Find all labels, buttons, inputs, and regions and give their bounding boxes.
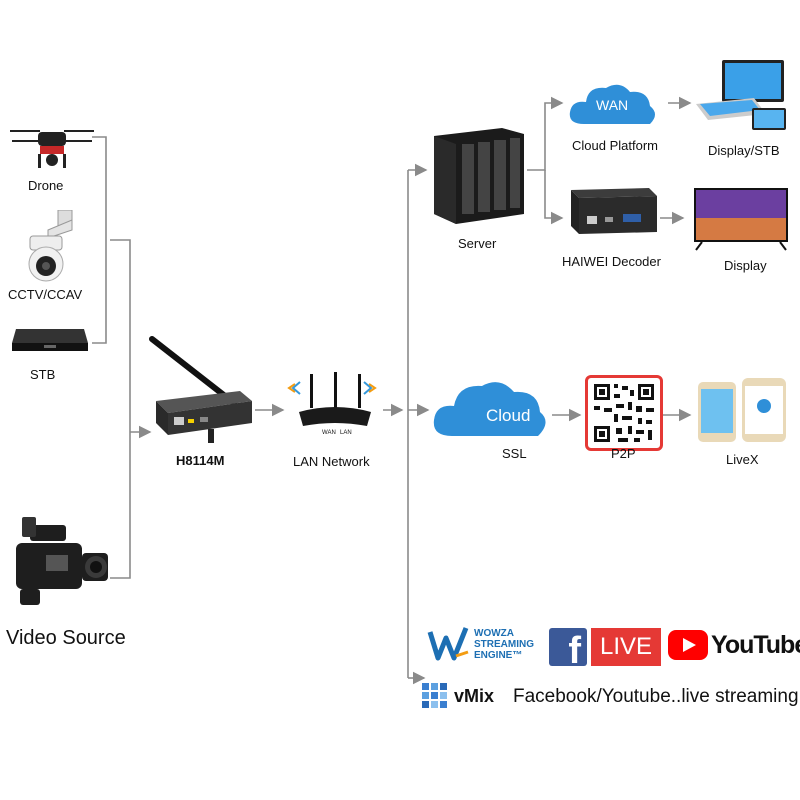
wowza-logo: WOWZA STREAMING ENGINE™ xyxy=(426,622,534,666)
cloud-wan-badge: WAN xyxy=(596,97,629,113)
live-badge: LIVE xyxy=(591,628,661,666)
drone-icon xyxy=(10,130,94,168)
tv-display-icon xyxy=(694,188,788,251)
video-camera-icon xyxy=(16,517,108,605)
ssl-label: SSL xyxy=(502,446,527,461)
server-label: Server xyxy=(458,236,497,251)
youtube-wordmark: YouTube xyxy=(711,630,800,659)
video-source-label: Video Source xyxy=(6,627,126,649)
wowza-line-2: STREAMING xyxy=(474,638,534,650)
livex-label: LiveX xyxy=(726,452,759,467)
youtube-play-icon xyxy=(668,630,708,660)
display-label: Display xyxy=(724,258,767,273)
wowza-line-3: ENGINE™ xyxy=(474,649,523,661)
encoder-label: H8114M xyxy=(176,453,225,468)
p2p-qr-code xyxy=(585,375,663,451)
lan-network-label: LAN Network xyxy=(293,454,370,469)
facebook-f-glyph: f xyxy=(568,630,581,672)
vmix-grid-icon xyxy=(422,683,447,708)
display-stb-label: Display/STB xyxy=(708,143,780,158)
encoder-device-icon xyxy=(149,336,252,443)
stb-label: STB xyxy=(30,367,56,382)
facebook-icon: f xyxy=(549,628,587,670)
cloud-platform-label: Cloud Platform xyxy=(572,138,658,153)
router-wan-port: WAN xyxy=(322,430,336,436)
wowza-line-1: WOWZA xyxy=(474,627,514,639)
decoder-label: HAIWEI Decoder xyxy=(562,254,661,269)
cloud-ssl-icon xyxy=(433,382,546,436)
wowza-icon xyxy=(427,627,469,661)
vmix-wordmark: vMix xyxy=(454,685,495,706)
decoder-device-icon xyxy=(571,188,657,234)
streaming-caption: Facebook/Youtube..live streaming xyxy=(513,686,799,707)
server-rack-icon xyxy=(434,128,524,224)
router-icon xyxy=(287,372,377,426)
cloud-ssl-badge: Cloud xyxy=(486,406,531,425)
cctv-camera-icon xyxy=(28,210,73,282)
router-lan-port: LAN xyxy=(340,430,352,436)
cctv-label: CCTV/CCAV xyxy=(8,287,83,302)
stb-box-icon xyxy=(12,329,88,351)
youtube-logo: YouTube xyxy=(668,630,800,660)
drone-label: Drone xyxy=(28,178,64,193)
p2p-label: P2P xyxy=(611,446,636,461)
devices-display-icon xyxy=(696,60,786,130)
smartphones-icon xyxy=(698,378,786,442)
vmix-logo: vMix xyxy=(422,683,494,709)
cloud-wan-icon xyxy=(569,84,655,124)
